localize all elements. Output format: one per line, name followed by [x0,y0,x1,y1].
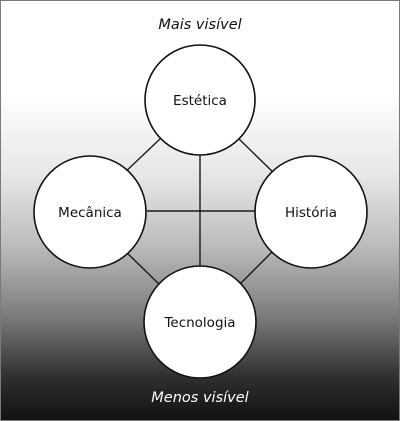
edge-historia-tecnologia [237,246,278,287]
node-historia: História [254,155,368,269]
node-estetica-circle [144,44,256,156]
node-tecnologia-label: Tecnologia [163,315,235,331]
node-historia-circle [254,155,368,269]
node-mecanica-label: Mecânica [58,205,122,221]
node-tecnologia-circle [143,265,257,379]
node-estetica-label: Estética [173,93,227,109]
node-tecnologia: Tecnologia [143,265,257,379]
bottom-visibility-label: Menos visível [151,390,248,406]
edge-estetica-historia [237,137,278,177]
top-visibility-label: Mais visível [158,17,241,33]
node-mecanica-circle [33,155,147,269]
node-historia-label: História [285,205,337,221]
node-mecanica: Mecânica [33,155,147,269]
node-estetica: Estética [144,44,256,156]
